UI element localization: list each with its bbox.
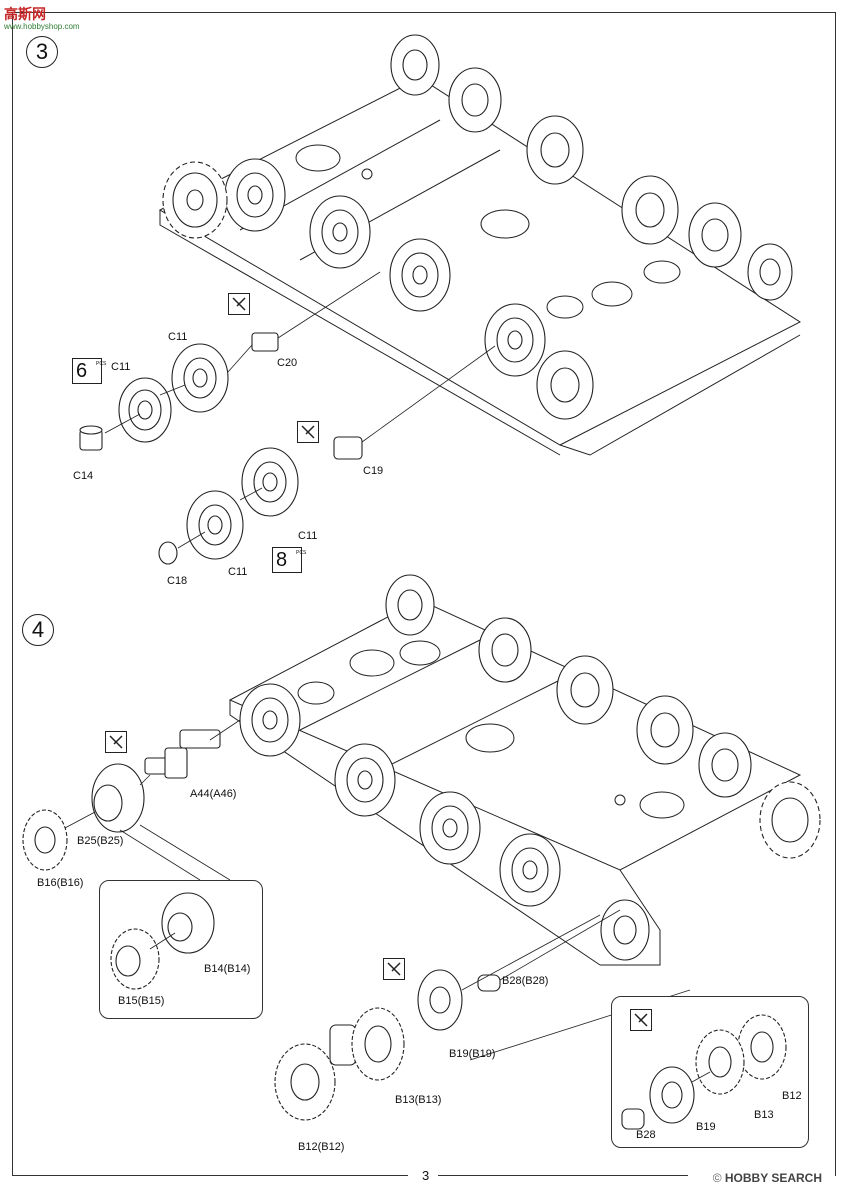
cut-icon — [297, 421, 319, 443]
quantity-unit: PCS — [296, 550, 307, 556]
quantity-badge: 6 PCS — [72, 358, 107, 384]
bottom-rule-left — [12, 1175, 408, 1176]
cut-icon — [228, 293, 250, 315]
cut-icon — [630, 1009, 652, 1031]
part-label-c11: C11 — [168, 331, 188, 343]
page-frame — [12, 12, 836, 1176]
part-label-b16: B16(B16) — [37, 877, 84, 889]
watermark-url: www.hobbyshop.com — [4, 22, 80, 31]
quantity-badge: 8 PCS — [272, 547, 307, 573]
step-3-number: 3 — [26, 36, 58, 68]
step-4-number: 4 — [22, 614, 54, 646]
part-label-b19: B19(B19) — [449, 1048, 496, 1060]
part-label-b28: B28(B28) — [502, 975, 549, 987]
sprocket-detail-drawing — [621, 1014, 787, 1130]
idler-detail-drawing — [110, 892, 215, 990]
step-4-hull-illustration — [22, 574, 821, 1121]
part-label-c14: C14 — [73, 470, 94, 482]
part-label-b28-detail: B28 — [636, 1129, 656, 1141]
sprocket-icon — [759, 781, 821, 859]
part-label-b15: B15(B15) — [118, 995, 165, 1007]
cut-icon — [383, 958, 405, 980]
part-label-c20: C20 — [277, 357, 298, 369]
wheel-icon — [224, 158, 286, 232]
idler-icon — [600, 899, 650, 961]
watermark-text: HOBBY SEARCH — [724, 1171, 822, 1185]
sprocket-icon — [162, 161, 228, 239]
part-label-b12: B12(B12) — [298, 1141, 345, 1153]
detail-callout-sprocket: B12 B13 B19 B28 — [611, 996, 809, 1148]
part-label-b14: B14(B14) — [204, 963, 251, 975]
step-3-hull-illustration — [79, 34, 802, 565]
part-label-b13-detail: B13 — [754, 1109, 774, 1121]
bottom-rule-right — [438, 1175, 688, 1176]
part-label-b12-detail: B12 — [782, 1090, 802, 1102]
watermark-brand: 高斯网 — [4, 6, 46, 22]
watermark-prefix: © — [712, 1171, 722, 1185]
part-label-c11: C11 — [111, 361, 131, 373]
cut-icon — [105, 731, 127, 753]
part-label-c19: C19 — [363, 465, 384, 477]
part-label-c11: C11 — [298, 530, 318, 542]
part-label-b25: B25(B25) — [77, 835, 124, 847]
watermark-hobbysearch: © HOBBY SEARCH — [708, 1171, 826, 1185]
quantity-count: 8 — [276, 549, 288, 571]
quantity-unit: PCS — [96, 361, 107, 367]
detail-callout-idler: B14(B14) B15(B15) — [99, 880, 263, 1019]
part-label-b19-detail: B19 — [696, 1121, 716, 1133]
page-number: 3 — [416, 1168, 436, 1183]
part-label-c18: C18 — [167, 575, 188, 587]
part-label-a44: A44(A46) — [190, 788, 237, 800]
watermark-logo: 高斯网 www.hobbyshop.com — [4, 4, 80, 31]
part-label-b13: B13(B13) — [395, 1094, 442, 1106]
part-label-c11: C11 — [228, 566, 248, 578]
quantity-count: 6 — [76, 360, 88, 382]
